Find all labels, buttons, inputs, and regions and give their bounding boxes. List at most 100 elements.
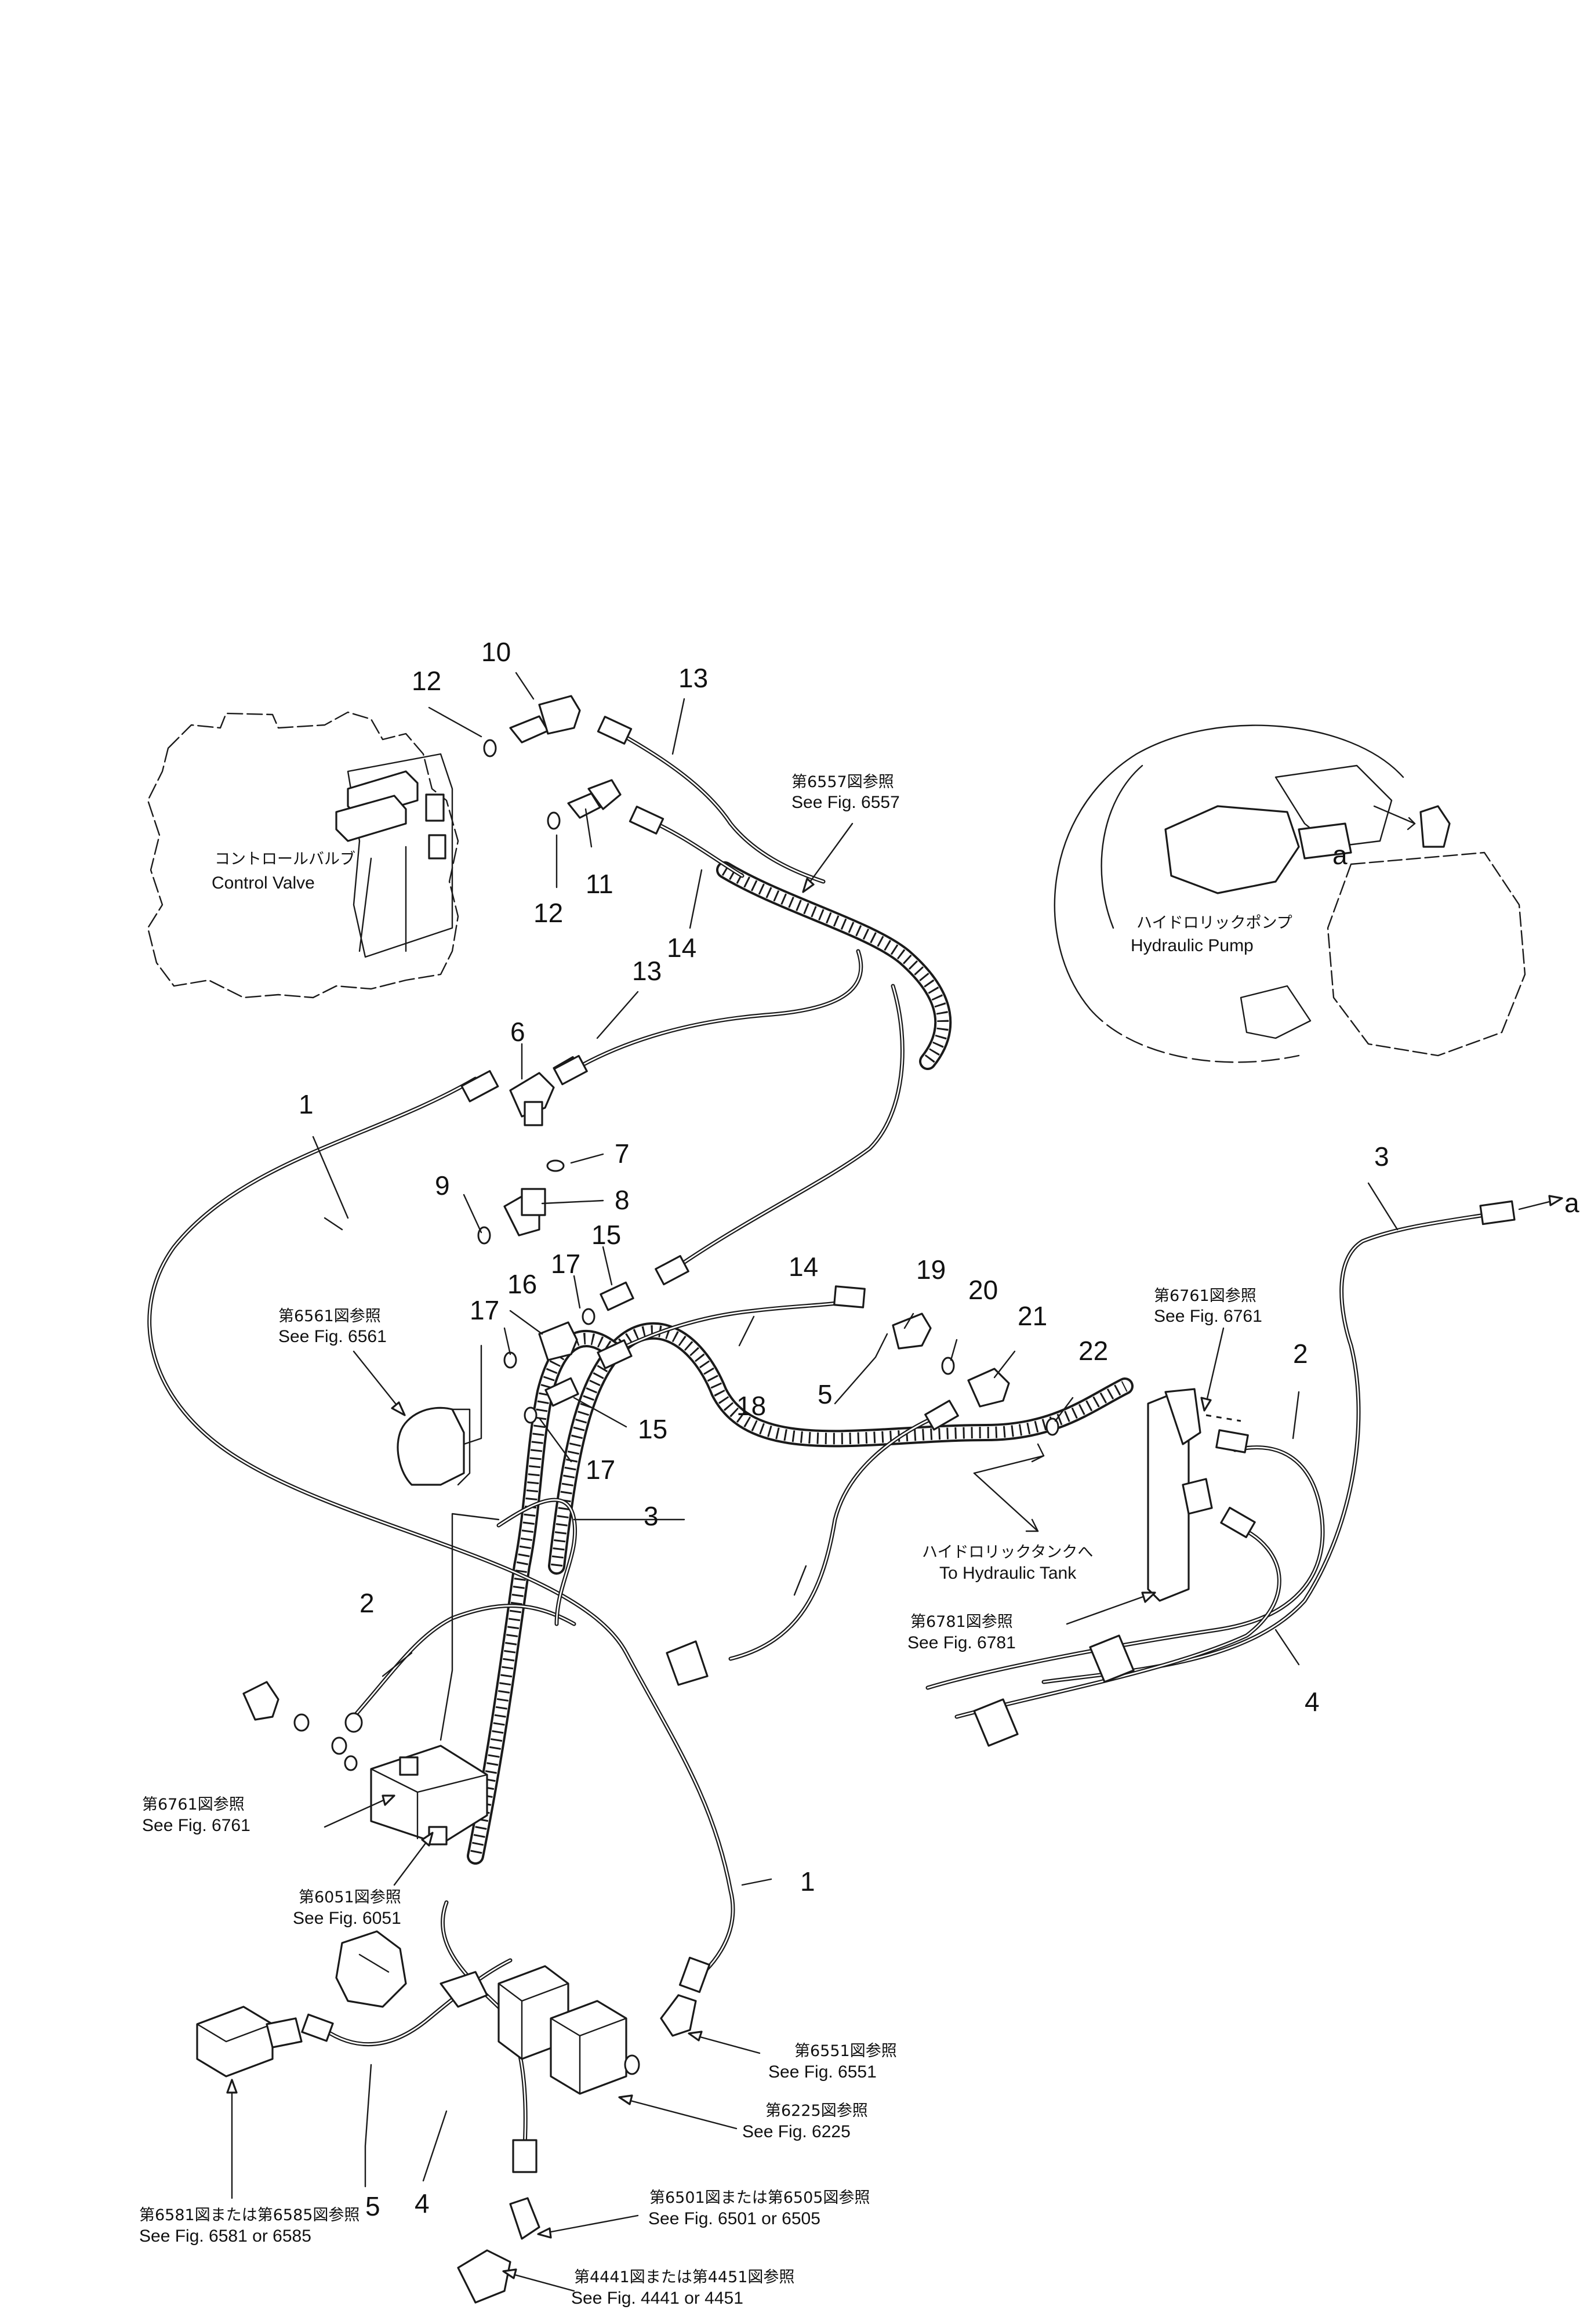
hydraulic-pump-label: ハイドロリックポンプ Hydraulic Pump xyxy=(1131,914,1292,955)
valve-fig-6561 xyxy=(397,1406,471,1486)
ref-6225-jp: 第6225図参照 xyxy=(765,2102,868,2120)
ref-6781-jp: 第6781図参照 xyxy=(910,1613,1013,1631)
hose-end-14 xyxy=(629,806,664,835)
part-label-2-right: 2 xyxy=(1293,1339,1308,1369)
part-label-4-right: 4 xyxy=(1305,1687,1320,1717)
hose-end-18-left xyxy=(597,1339,633,1369)
link-line-6561 xyxy=(463,1344,482,1445)
hose-4-right xyxy=(954,1529,1281,1719)
control-valve-label: コントロールバルブ Control Valve xyxy=(212,850,355,893)
o-ring-20 xyxy=(941,1357,955,1375)
part-label-21: 21 xyxy=(1018,1301,1047,1331)
o-ring-12-top xyxy=(483,739,497,757)
hose-end-5-bottom xyxy=(301,2013,334,2042)
fitting-15-lower xyxy=(544,1377,579,1407)
hose-end-14-lower xyxy=(655,1255,689,1286)
hose-end-13-lower xyxy=(553,1054,588,1086)
part-label-17-top: 17 xyxy=(551,1249,580,1279)
component-small-left xyxy=(335,1930,407,2008)
hose-1 xyxy=(147,1076,735,1986)
fitting-group-left xyxy=(242,1681,363,1771)
hose-2-left xyxy=(351,1604,576,1719)
part-label-14: 14 xyxy=(789,1252,818,1282)
part-label-15-top: 15 xyxy=(591,1220,621,1250)
part-label-1-lower: 1 xyxy=(800,1866,815,1897)
part-label-5-bottom: 5 xyxy=(365,2191,380,2221)
elbow-fitting-6551 xyxy=(660,1994,697,2037)
ref-6557-jp: 第6557図参照 xyxy=(791,773,894,791)
part-label-1-top: 1 xyxy=(299,1089,314,1119)
hose-2-right xyxy=(925,1445,1325,1690)
elbow-fitting-19 xyxy=(892,1313,932,1350)
reference-labels: 第6557図参照 See Fig. 6557 第6561図参照 See Fig.… xyxy=(139,773,1262,2308)
part-label-2-left: 2 xyxy=(359,1588,375,1618)
hydraulic-pump-label-jp: ハイドロリックポンプ xyxy=(1136,914,1292,932)
fitting-6501 xyxy=(509,2197,540,2240)
part-label-12-lower: 12 xyxy=(533,898,563,928)
part-label-6: 6 xyxy=(510,1017,525,1047)
hose-5-bottom xyxy=(322,1958,513,2047)
ref-6501-jp: 第6501図または第6505図参照 xyxy=(649,2189,870,2207)
part-label-17-lower: 17 xyxy=(586,1455,615,1485)
ref-6561-jp: 第6561図参照 xyxy=(278,1307,381,1325)
hose-end-5-right xyxy=(924,1400,959,1431)
ref-6761-left-jp: 第6761図参照 xyxy=(142,1796,245,1814)
component-6581 xyxy=(196,2006,303,2078)
part-label-14-top: 14 xyxy=(667,933,696,963)
connection-marker-a-hose: a xyxy=(1564,1188,1579,1218)
hose-end-13 xyxy=(597,716,633,745)
ref-6551-en: See Fig. 6551 xyxy=(768,2062,877,2082)
part-label-9: 9 xyxy=(435,1170,450,1201)
ref-6761-right-jp: 第6761図参照 xyxy=(1154,1287,1256,1305)
part-label-13-top: 13 xyxy=(678,663,708,693)
hose-end-18-right xyxy=(833,1285,866,1308)
o-ring-6551 xyxy=(624,2054,640,2075)
o-ring-17-c xyxy=(524,1406,538,1424)
hose-end-1-bottom xyxy=(678,1956,711,1993)
ref-6561-en: See Fig. 6561 xyxy=(278,1327,387,1346)
ref-6557-en: See Fig. 6557 xyxy=(791,793,900,812)
clamp-middle xyxy=(973,1698,1019,1747)
part-label-11: 11 xyxy=(586,869,613,899)
part-label-17-mid: 17 xyxy=(470,1295,499,1325)
elbow-fitting-21 xyxy=(967,1368,1010,1408)
leader-lines xyxy=(312,672,1399,2188)
part-label-7: 7 xyxy=(615,1139,630,1169)
elbow-fitting-11 xyxy=(567,779,622,819)
part-label-12-top: 12 xyxy=(412,666,441,696)
hose-13 xyxy=(566,949,863,1075)
ref-6051-jp: 第6051図参照 xyxy=(299,1888,401,1906)
o-ring-12-lower xyxy=(547,811,561,830)
control-valve-label-en: Control Valve xyxy=(212,873,315,893)
ref-6781-en: See Fig. 6781 xyxy=(907,1633,1016,1652)
hydraulic-tank-label-en: To Hydraulic Tank xyxy=(939,1564,1077,1583)
ref-6551-jp: 第6551図参照 xyxy=(794,2042,897,2060)
fitting-8 xyxy=(503,1188,546,1237)
elbow-fitting-10 xyxy=(509,695,581,744)
control-valve-body xyxy=(147,711,459,999)
valve-block-6051 xyxy=(370,1745,488,1846)
part-label-3-mid: 3 xyxy=(644,1501,659,1531)
part-label-3-right: 3 xyxy=(1374,1141,1389,1172)
ref-4441-en: See Fig. 4441 or 4451 xyxy=(571,2289,743,2308)
clamp-left xyxy=(666,1640,709,1686)
part-label-15-lower: 15 xyxy=(638,1414,667,1444)
fitting-4441 xyxy=(457,2249,511,2304)
part-number-labels: 10 12 13 11 12 14 13 6 1 7 8 9 15 17 16 … xyxy=(299,637,1389,2221)
part-label-13: 13 xyxy=(632,956,662,986)
o-ring-7 xyxy=(546,1159,565,1172)
reference-arrows xyxy=(226,822,1563,2292)
hose-end-4-bottom xyxy=(512,2139,538,2173)
part-label-10: 10 xyxy=(481,637,511,667)
ref-6581-jp: 第6581図または第6585図参照 xyxy=(139,2206,359,2224)
hose-14 xyxy=(670,984,905,1272)
part-label-16: 16 xyxy=(507,1269,537,1299)
o-ring-17-a xyxy=(582,1308,595,1325)
part-label-20: 20 xyxy=(968,1275,998,1305)
valve-stack-right xyxy=(1147,1388,1256,1602)
hose-end-1-top xyxy=(460,1070,499,1103)
part-label-22: 22 xyxy=(1078,1336,1108,1366)
ref-6051-en: See Fig. 6051 xyxy=(293,1909,401,1928)
fitting-16 xyxy=(538,1321,578,1361)
